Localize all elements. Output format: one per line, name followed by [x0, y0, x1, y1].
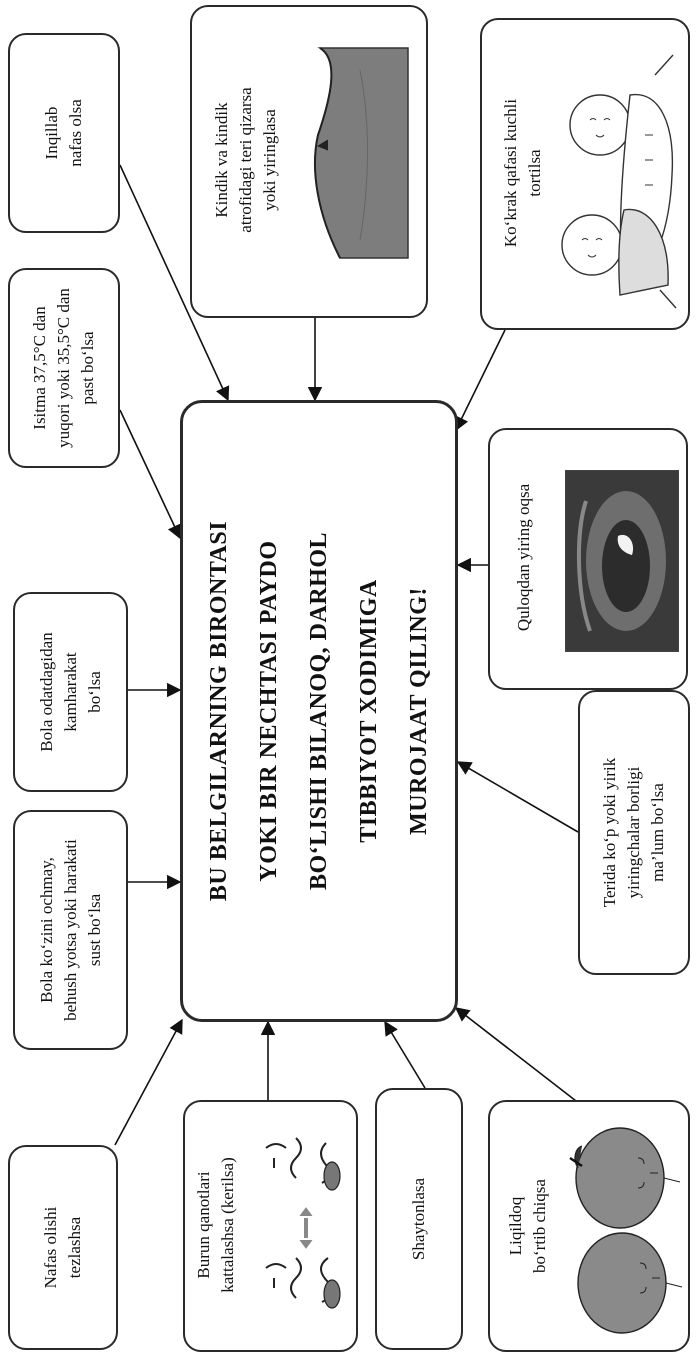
- inqillab-line-2: nafas olsa: [66, 99, 85, 167]
- sign-box-terida: [578, 690, 690, 975]
- nose-face-illustration: [265, 1137, 341, 1309]
- kokrak-line-1: Ko‘krak qafasi kuchli: [501, 98, 520, 248]
- arrow-shaytonlasa: [384, 1020, 426, 1089]
- kozini-line-3: sust bo‘lsa: [84, 893, 104, 967]
- kamharakat-line-3: bo‘lsa: [84, 671, 104, 713]
- sign-text-burun: Burun qanotlari kattalashsa (kerilsa): [188, 1105, 244, 1345]
- sign-box-shaytonlasa: [375, 1088, 463, 1350]
- sign-text-nafas-tez: Nafas olishi tezlashsa: [8, 1145, 118, 1350]
- isitma-line-1: Isitma 37,5°C dan: [30, 306, 49, 430]
- arrow-isitma: [119, 409, 182, 540]
- central-line-4: TIBBIYOT XODIMIGA: [356, 579, 382, 843]
- sign-box-nafas-tez: [8, 1145, 118, 1350]
- terida-line-1: Terida ko‘p yoki yirik: [600, 757, 619, 908]
- sign-text-quloq: Quloqdan yiring oqsa: [493, 435, 555, 680]
- arrow-inqillab: [119, 164, 230, 402]
- sign-text-kokrak: Ko‘krak qafasi kuchli tortilsa: [488, 28, 558, 318]
- kamharakat-line-1: Bola odatdagidan: [36, 632, 56, 752]
- sign-text-kamharakat: Bola odatdagidan kamharakat bo‘lsa: [13, 592, 128, 792]
- sign-box-burun: [183, 1100, 358, 1352]
- central-warning-box: [180, 400, 458, 1022]
- infant-head-illustration: [569, 1127, 683, 1334]
- kozini-line-1: Bola ko‘zini ochmay,: [36, 857, 56, 1003]
- kokrak-line-2: tortilsa: [525, 149, 544, 197]
- central-warning-text: BU BELGILARNING BIRONTASI YOKI BIR NECHT…: [180, 400, 458, 1022]
- inqillab-line-1: Inqillab: [42, 106, 61, 160]
- liqildoq-line-1: Liqildoq: [506, 1196, 525, 1256]
- isitma-line-2: yuqori yoki 35,5°C dan: [54, 288, 73, 448]
- shaytonlasa-line-1: Shaytonlasa: [409, 1177, 428, 1261]
- terida-line-2: yiringchalar borligi: [624, 766, 643, 899]
- central-line-1: BU BELGILARNING BIRONTASI: [206, 520, 232, 902]
- sign-text-terida: Terida ko‘p yoki yirik yiringchalar borl…: [578, 690, 690, 975]
- burun-line-2: kattalashsa (kerilsa): [218, 1157, 237, 1293]
- sign-text-inqillab: Inqillab nafas olsa: [8, 33, 120, 233]
- sign-text-kozini: Bola ko‘zini ochmay, behush yotsa yoki h…: [13, 810, 128, 1050]
- nafas-tez-line-1: Nafas olishi: [41, 1206, 60, 1289]
- sign-box-isitma: [8, 268, 120, 468]
- nafas-tez-line-2: tezlashsa: [65, 1216, 84, 1279]
- burun-line-1: Burun qanotlari: [194, 1171, 213, 1279]
- sign-box-inqillab: [8, 33, 120, 233]
- kindik-line-3: yoki yiringlasa: [259, 109, 279, 211]
- isitma-line-3: past bo‘lsa: [78, 331, 97, 405]
- sign-text-shaytonlasa: Shaytonlasa: [375, 1088, 463, 1350]
- kamharakat-line-2: kamharakat: [60, 652, 80, 732]
- central-line-5: MUROJAAT QILING!: [406, 587, 432, 835]
- kindik-line-2: atrofidagi teri qizarsa: [235, 87, 255, 233]
- baby-chest-illustration: [561, 54, 677, 309]
- quloq-line-1: Quloqdan yiring oqsa: [514, 483, 533, 632]
- ear-photo: [565, 470, 679, 652]
- sign-box-kozini: [13, 810, 128, 1050]
- sign-text-liqildoq: Liqildoq bo‘rtib chiqsa: [493, 1107, 563, 1345]
- kozini-line-2: behush yotsa yoki harakati: [60, 839, 80, 1021]
- sign-text-isitma: Isitma 37,5°C dan yuqori yoki 35,5°C dan…: [8, 268, 120, 468]
- arrow-nafas-tez: [114, 1018, 183, 1146]
- belly-illustration: [313, 47, 409, 259]
- central-line-3: BO‘LISHI BILANOQ, DARHOL: [306, 531, 332, 891]
- arrow-liqildoq: [454, 1007, 599, 1119]
- arrow-terida: [456, 761, 579, 833]
- central-line-2: YOKI BIR NECHTASI PAYDO: [256, 540, 282, 882]
- terida-line-3: ma’lum bo‘lsa: [648, 783, 667, 882]
- liqildoq-line-2: bo‘rtib chiqsa: [530, 1179, 549, 1273]
- kindik-line-1: Kindik va kindik: [211, 102, 231, 218]
- sign-box-kamharakat: [13, 592, 128, 792]
- sign-text-kindik: Kindik va kindik atrofidagi teri qizarsa…: [198, 15, 293, 305]
- arrow-kokrak: [455, 329, 506, 432]
